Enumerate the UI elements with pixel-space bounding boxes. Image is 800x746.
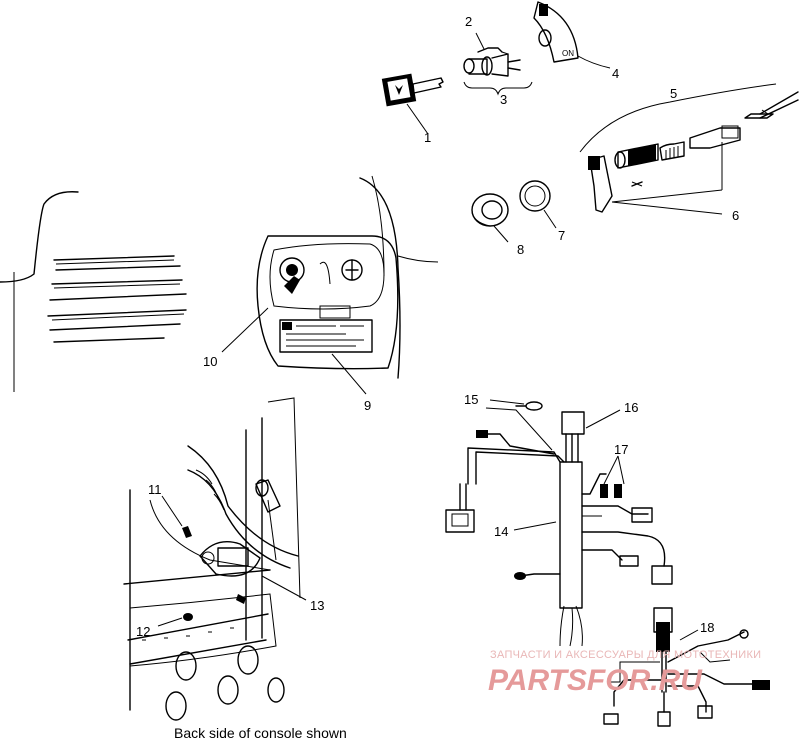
callout-11: 11 [148,482,162,497]
callout-3: 3 [500,92,507,107]
watermark-tagline: ЗАПЧАСТИ И АКСЕССУАРЫ ДЛЯ МОТОТЕХНИКИ [490,649,761,661]
callout-7: 7 [558,228,565,243]
switch-plate: ON [533,1,611,69]
watermark-logo: ЗАПЧАСТИ И АКСЕССУАРЫ ДЛЯ МОТОТЕХНИКИ PA… [488,649,761,697]
callout-1: 1 [424,130,431,145]
callout-10: 10 [203,354,217,369]
callout-labels: 1 2 3 4 5 6 7 8 9 10 11 12 13 14 15 16 1… [136,14,739,639]
callout-17: 17 [614,442,628,457]
ignition-key [381,73,444,135]
ignition-switch [463,32,533,96]
callout-6: 6 [732,208,739,223]
secondary-harness [603,607,770,727]
callout-13: 13 [310,598,324,613]
callout-18: 18 [700,620,714,635]
callout-12: 12 [136,624,150,639]
watermark-brand: PARTSFOR.RU [488,664,703,697]
switch-on-label: ON [562,49,574,58]
console-back-side [123,397,307,721]
callout-14: 14 [494,524,508,539]
wiring-harness [445,399,673,647]
callout-9: 9 [364,398,371,413]
callout-16: 16 [624,400,638,415]
callout-5: 5 [670,86,677,101]
callout-8: 8 [517,242,524,257]
hood-and-console [0,175,439,395]
callout-4: 4 [612,66,619,81]
diagram-caption: Back side of console shown [174,725,347,741]
callout-2: 2 [465,14,472,29]
callout-15: 15 [464,392,478,407]
headlight-switch-assembly [471,83,799,243]
